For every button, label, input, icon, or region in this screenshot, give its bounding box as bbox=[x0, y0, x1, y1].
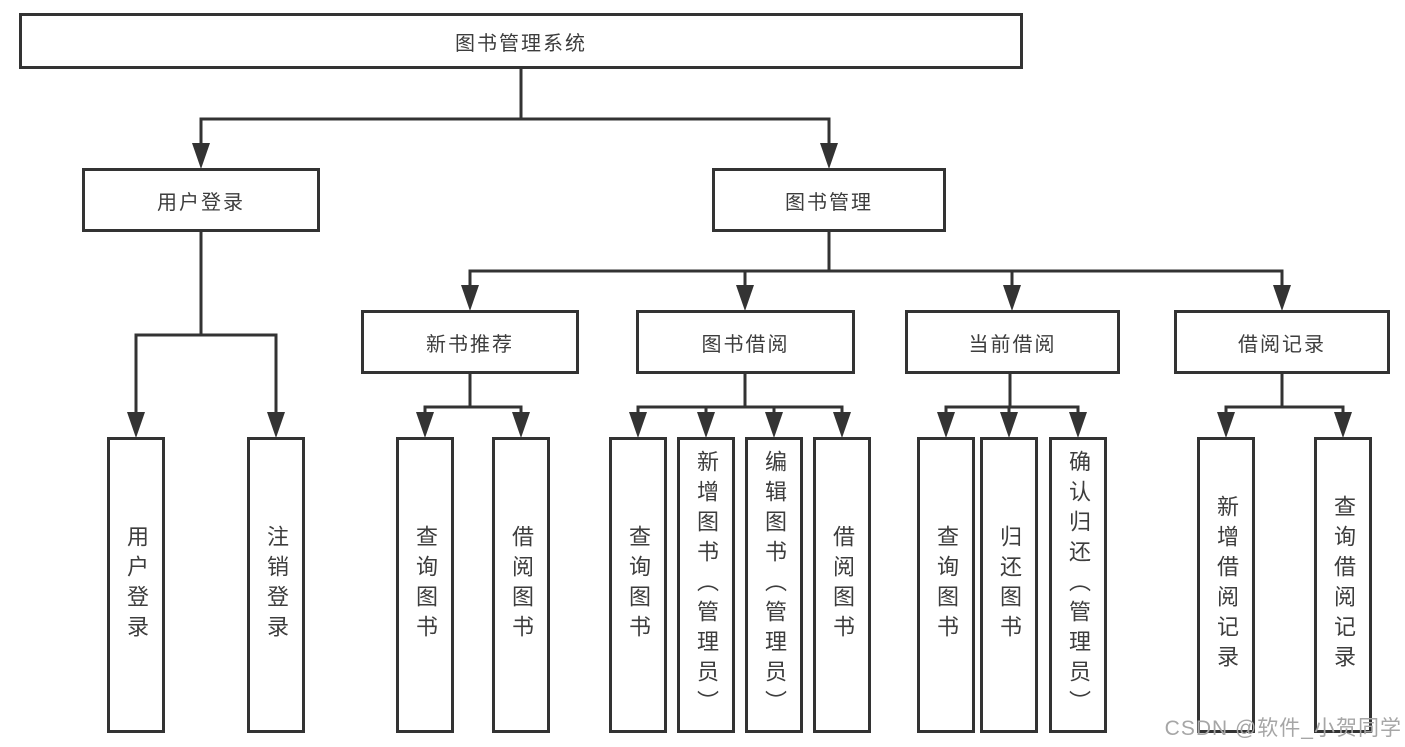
node-borrow-records: 借阅记录 bbox=[1174, 310, 1390, 374]
leaf-confirm-return-admin: 确认归还（管理员） bbox=[1049, 437, 1107, 733]
leaf-recommend-borrow-books: 借阅图书 bbox=[492, 437, 550, 733]
connector-currentborrow-to-leaves bbox=[937, 373, 1087, 438]
connector-userlogin-to-leaves bbox=[127, 231, 285, 438]
leaf-query-borrow-record: 查询借阅记录 bbox=[1314, 437, 1372, 733]
leaf-logout: 注销登录 bbox=[247, 437, 305, 733]
connector-bookmgmt-to-level3 bbox=[461, 231, 1291, 311]
node-root: 图书管理系统 bbox=[19, 13, 1023, 69]
node-new-book-recommend: 新书推荐 bbox=[361, 310, 579, 374]
leaf-add-books-admin: 新增图书（管理员） bbox=[677, 437, 735, 733]
node-user-login: 用户登录 bbox=[82, 168, 320, 232]
node-book-borrow: 图书借阅 bbox=[636, 310, 855, 374]
leaf-user-login: 用户登录 bbox=[107, 437, 165, 733]
leaf-current-query-books: 查询图书 bbox=[917, 437, 975, 733]
leaf-return-books: 归还图书 bbox=[980, 437, 1038, 733]
leaf-edit-books-admin: 编辑图书（管理员） bbox=[745, 437, 803, 733]
connector-root-to-level2 bbox=[192, 66, 838, 169]
csdn-watermark: CSDN @软件_小贺同学 bbox=[1164, 717, 1402, 740]
leaf-add-borrow-record: 新增借阅记录 bbox=[1197, 437, 1255, 733]
leaf-borrow-query-books: 查询图书 bbox=[609, 437, 667, 733]
leaf-borrow-books: 借阅图书 bbox=[813, 437, 871, 733]
node-current-borrow: 当前借阅 bbox=[905, 310, 1120, 374]
connector-newbookrec-to-leaves bbox=[416, 373, 530, 438]
node-book-management: 图书管理 bbox=[712, 168, 946, 232]
leaf-recommend-query-books: 查询图书 bbox=[396, 437, 454, 733]
connector-bookborrow-to-leaves bbox=[629, 373, 851, 438]
connector-borrowrecords-to-leaves bbox=[1217, 373, 1352, 438]
